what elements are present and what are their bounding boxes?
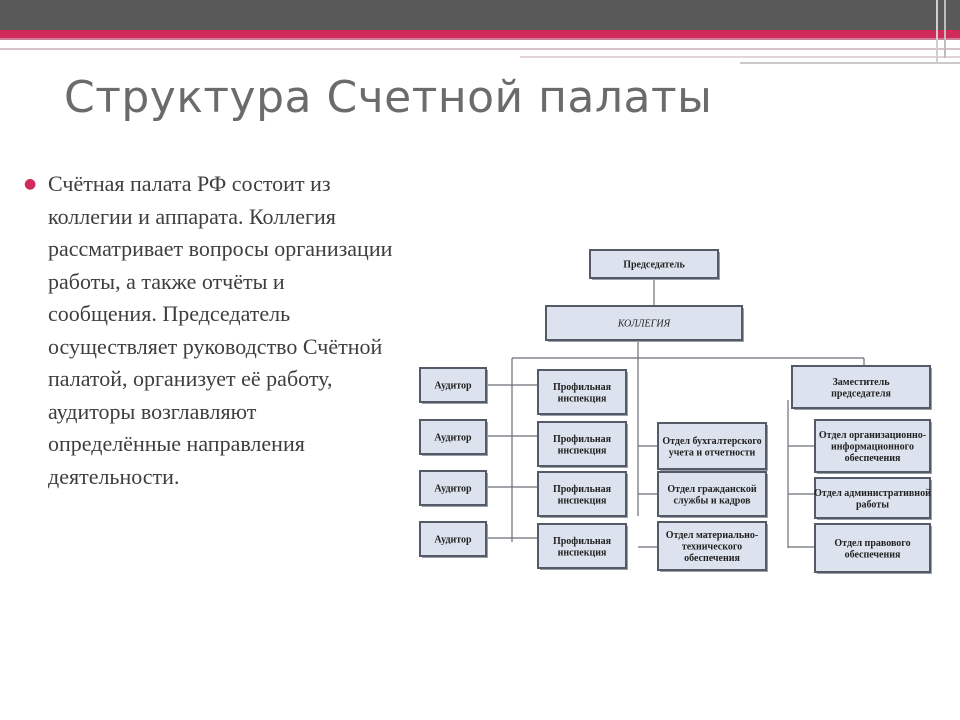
bullet-list: ● Счётная палата РФ состоит из коллегии … [24, 168, 394, 493]
right-dept-node-box [814, 523, 931, 573]
auditor-node: Аудитор [419, 367, 488, 404]
page-title: Структура Счетной палаты [64, 72, 713, 123]
auditor-node-box [419, 367, 487, 403]
center-dept-node-label: учета и отчетности [669, 447, 756, 458]
chairman-node: Председатель [589, 249, 720, 280]
auditor-node: Аудитор [419, 470, 488, 507]
inspection-node-label: Профильная [553, 382, 612, 393]
auditor-node-box [419, 470, 487, 506]
board-node-label: КОЛЛЕГИЯ [617, 319, 672, 330]
deputy-node-label: Заместитель [832, 377, 890, 388]
right-dept-node-label: Отдел правового [834, 538, 910, 549]
auditor-node-box [419, 521, 487, 557]
decorative-vertical-line [936, 0, 938, 64]
center-dept-node-label: обеспечения [684, 553, 740, 564]
center-dept-node-box [657, 471, 767, 517]
inspection-node-box [537, 369, 627, 415]
deputy-node-box [791, 365, 931, 409]
right-dept-node-label: Отдел организационно- [819, 430, 926, 441]
auditor-node-box [419, 419, 487, 455]
center-dept-node: Отдел материально-техническогообеспечени… [657, 521, 768, 572]
right-dept-node: Отдел организационно-информационногообес… [814, 419, 932, 474]
decorative-line [740, 62, 960, 64]
bullet-icon: ● [24, 176, 37, 192]
right-dept-node-box [814, 477, 931, 519]
right-dept-node-label: информационного [831, 442, 914, 453]
inspection-node-label: инспекция [558, 445, 607, 456]
auditor-node-label: Аудитор [434, 433, 472, 444]
decorative-line [0, 48, 960, 50]
auditor-node: Аудитор [419, 521, 488, 558]
center-dept-node-label: технического [682, 542, 742, 553]
auditor-node-label: Аудитор [434, 535, 472, 546]
right-dept-node-label: обеспечения [845, 549, 901, 560]
bullet-text: Счётная палата РФ состоит из коллегии и … [48, 171, 393, 489]
right-dept-node-label: работы [856, 499, 889, 510]
decorative-line [520, 56, 960, 58]
center-dept-node-label: Отдел гражданской [667, 484, 756, 495]
chairman-node-label: Председатель [623, 260, 685, 271]
auditor-node-label: Аудитор [434, 484, 472, 495]
right-dept-node-label: Отдел административной [814, 488, 931, 499]
center-dept-node-label: Отдел материально- [666, 530, 758, 541]
inspection-node-label: Профильная [553, 536, 612, 547]
inspection-node-box [537, 471, 627, 517]
auditor-node-label: Аудитор [434, 381, 472, 392]
auditor-node: Аудитор [419, 419, 488, 456]
inspection-node-label: инспекция [558, 547, 607, 558]
center-dept-node-label: Отдел бухгалтерского [662, 436, 761, 447]
chairman-node-box [589, 249, 719, 279]
decorative-vertical-line [944, 0, 946, 58]
inspection-node-box [537, 523, 627, 569]
board-node: КОЛЛЕГИЯ [545, 305, 744, 342]
inspection-node-box [537, 421, 627, 467]
inspection-node-label: инспекция [558, 393, 607, 404]
right-dept-node-box [814, 419, 931, 473]
board-node-box [545, 305, 743, 341]
inspection-node-label: инспекция [558, 495, 607, 506]
center-dept-node-label: службы и кадров [674, 495, 752, 506]
center-dept-node-box [657, 422, 767, 470]
deputy-node-label: председателя [831, 388, 891, 399]
top-accent-bar [0, 30, 960, 38]
top-bar [0, 0, 960, 30]
top-accent-line [0, 38, 960, 40]
inspection-node-label: Профильная [553, 484, 612, 495]
right-dept-node-label: обеспечения [845, 453, 901, 464]
center-dept-node-box [657, 521, 767, 571]
inspection-node-label: Профильная [553, 434, 612, 445]
